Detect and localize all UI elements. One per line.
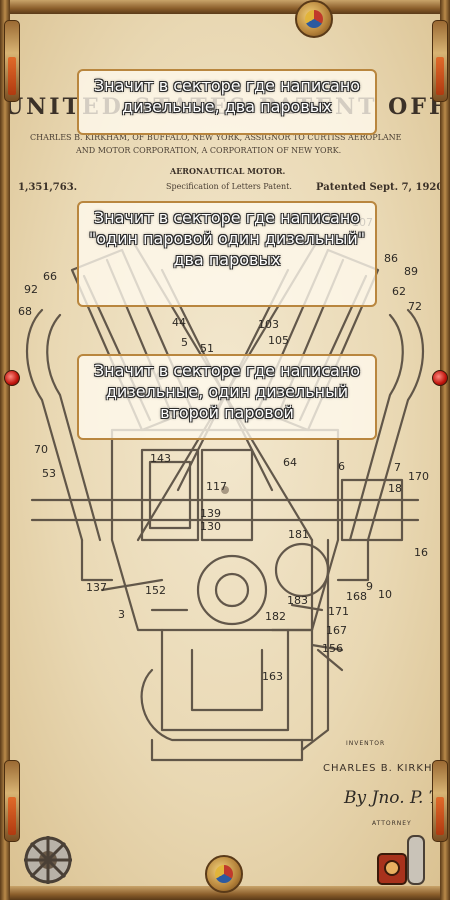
label-62: 62 xyxy=(392,285,406,298)
attorney-label: ATTORNEY xyxy=(372,820,412,827)
engine-drawing xyxy=(26,238,424,762)
patent-assignor-line: CHARLES B. KIRKHAM, OF BUFFALO, NEW YORK… xyxy=(30,133,402,142)
label-66: 66 xyxy=(43,270,57,283)
engine-gear-icon xyxy=(24,836,72,884)
hint-panel-3[interactable]: Значит в секторе где написано дизельные,… xyxy=(77,354,377,440)
label-72: 72 xyxy=(408,300,422,313)
patent-corporation-line: AND MOTOR CORPORATION, A CORPORATION OF … xyxy=(76,146,342,155)
label-182: 182 xyxy=(265,610,286,623)
patent-spec: Specification of Letters Patent. xyxy=(166,182,292,191)
label-168: 168 xyxy=(346,590,367,603)
label-51: 51 xyxy=(200,342,214,355)
label-6: 6 xyxy=(338,460,345,473)
label-103: 103 xyxy=(258,318,279,331)
label-18: 18 xyxy=(388,482,402,495)
label-117: 117 xyxy=(206,480,227,493)
label-86: 86 xyxy=(384,252,398,265)
label-16: 16 xyxy=(414,546,428,559)
hint-panel-1[interactable]: Значит в секторе где написано дизельные,… xyxy=(77,69,377,135)
label-183: 183 xyxy=(287,594,308,607)
attorney-signature: By Jno. P. Tarbox xyxy=(344,788,450,808)
label-53: 53 xyxy=(42,467,56,480)
label-5: 5 xyxy=(181,336,188,349)
hint-panel-2[interactable]: Значит в секторе где написано "один паро… xyxy=(77,201,377,307)
label-10: 10 xyxy=(378,588,392,601)
valve-lamp-icon xyxy=(4,370,20,386)
label-64: 64 xyxy=(283,456,297,469)
bottom-medallion-icon xyxy=(205,855,243,893)
label-181: 181 xyxy=(288,528,309,541)
label-171: 171 xyxy=(328,605,349,618)
label-137: 137 xyxy=(86,581,107,594)
label-130: 130 xyxy=(200,520,221,533)
label-170: 170 xyxy=(408,470,429,483)
top-medallion-icon xyxy=(295,0,333,38)
label-156: 156 xyxy=(322,642,343,655)
label-163: 163 xyxy=(262,670,283,683)
label-105: 105 xyxy=(268,334,289,347)
patent-date: Patented Sept. 7, 1920. xyxy=(316,182,447,193)
label-152: 152 xyxy=(145,584,166,597)
gauge-icon xyxy=(4,20,20,102)
label-70: 70 xyxy=(34,443,48,456)
frame-top-pipe xyxy=(0,0,450,14)
valve-lamp-icon xyxy=(432,370,448,386)
frame-right-pipe xyxy=(440,0,450,900)
label-89: 89 xyxy=(404,265,418,278)
label-7: 7 xyxy=(394,461,401,474)
gauge-icon xyxy=(432,760,448,842)
label-92: 92 xyxy=(24,283,38,296)
patent-number: 1,351,763. xyxy=(18,182,78,193)
label-9: 9 xyxy=(366,580,373,593)
label-139: 139 xyxy=(200,507,221,520)
frame-left-pipe xyxy=(0,0,10,900)
label-44: 44 xyxy=(172,316,186,329)
label-3: 3 xyxy=(118,608,125,621)
boiler-icon xyxy=(377,835,425,885)
inventor-label: INVENTOR xyxy=(346,740,386,747)
frame-bottom-pipe xyxy=(0,886,450,900)
gauge-icon xyxy=(4,760,20,842)
gauge-icon xyxy=(432,20,448,102)
label-167: 167 xyxy=(326,624,347,637)
inventor-name: CHARLES B. KIRKHAM xyxy=(323,763,450,774)
label-143: 143 xyxy=(150,452,171,465)
label-68: 68 xyxy=(18,305,32,318)
patent-title: AERONAUTICAL MOTOR. xyxy=(170,166,286,176)
